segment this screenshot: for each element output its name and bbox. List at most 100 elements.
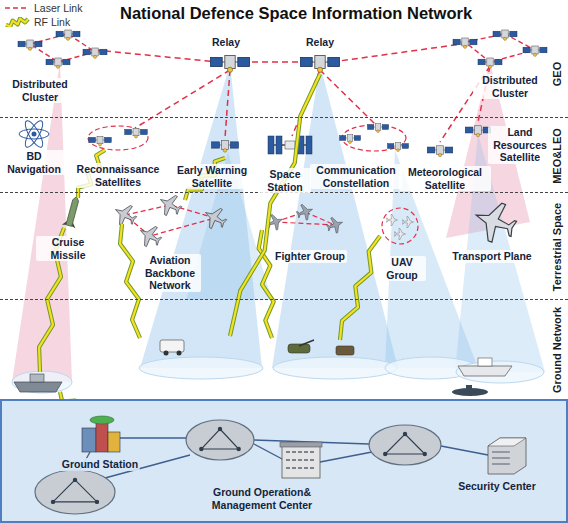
jeep-icon (336, 346, 354, 355)
satellite-body (55, 58, 61, 66)
satellite-icon (18, 40, 42, 50)
rf-link (120, 224, 140, 338)
vehicle-wheel (177, 351, 182, 356)
ship-bridge (30, 374, 44, 382)
solar-panel (388, 144, 394, 149)
solar-panel (276, 136, 282, 154)
satellite-dish (397, 149, 400, 152)
van-icon (160, 340, 184, 352)
cluster-laser-ring (342, 125, 406, 151)
solar-panel (301, 57, 313, 66)
server-slot (492, 463, 510, 464)
satellite-body (221, 141, 228, 150)
solar-panel (268, 136, 274, 154)
server-box (488, 438, 526, 474)
component-label: BD Navigation (0, 150, 68, 175)
aircraft-body (325, 215, 346, 236)
tank-barrel (299, 340, 314, 346)
signal-beam (272, 64, 398, 368)
satellite-dish (135, 135, 138, 138)
component-label: Fighter Group (273, 250, 347, 263)
aircraft-icon (395, 229, 406, 240)
space-station-icon (268, 136, 312, 154)
building-windows (286, 451, 316, 453)
ground-panel (1, 400, 567, 522)
satellite-icon (340, 135, 361, 144)
satellite-body (437, 146, 444, 155)
ground-network-line (254, 444, 284, 460)
satellite-icon (89, 136, 112, 146)
component-label: Aviation Backbone Network (139, 254, 201, 292)
building (82, 428, 96, 452)
satellite-dish (377, 130, 380, 133)
satellite-body (65, 30, 71, 38)
submarine-tower (466, 385, 472, 390)
component-label: Cruise Missile (36, 236, 100, 261)
aircraft-icon (155, 190, 185, 220)
legend-swatch (4, 17, 30, 27)
solar-panel (523, 47, 530, 53)
satellite-dish (28, 47, 31, 50)
satellite-body (375, 124, 381, 131)
aircraft-body (469, 196, 520, 247)
subnet-node (383, 452, 387, 456)
solar-panel (100, 49, 107, 55)
aircraft-body (135, 221, 165, 251)
component-label: Ground Operation& Management Center (195, 486, 329, 511)
cluster-laser-ring (88, 126, 148, 150)
component-label: Relay (304, 36, 336, 49)
rf-link-outline (230, 74, 320, 336)
solar-panel (73, 31, 80, 37)
solar-panel (211, 57, 223, 66)
satellite-dish (56, 65, 59, 68)
aircraft-icon (325, 215, 346, 236)
solar-panel (46, 59, 53, 65)
laser-link (320, 70, 375, 124)
satellite-dish (66, 37, 69, 40)
solar-panel (89, 137, 96, 142)
navigation-orbit (22, 119, 46, 150)
server-slot (492, 457, 510, 458)
satellite-dish (99, 143, 102, 146)
component-label: UAV Group (378, 256, 426, 281)
beam-footprint (12, 371, 72, 393)
rf-link (230, 74, 320, 336)
solar-panel (56, 31, 63, 37)
building-windows (286, 467, 316, 469)
satellite-dish (476, 133, 479, 136)
satellite-dish (463, 45, 466, 48)
satellite-dish (533, 53, 536, 56)
station-module (285, 141, 295, 149)
subnet-node (218, 427, 222, 431)
solar-panel (495, 59, 502, 65)
subnet-node (423, 452, 427, 456)
solar-panel (83, 49, 90, 55)
subnet-node (51, 500, 55, 504)
solar-panel (510, 31, 517, 37)
ship-icon (14, 382, 62, 392)
solar-panel (465, 127, 473, 133)
subnet-triangle (201, 429, 238, 449)
satellite-body (347, 135, 353, 142)
component-label: Distributed Cluster (473, 74, 547, 99)
satellite-icon (368, 124, 389, 133)
laser-link (95, 50, 218, 62)
satellite-body (502, 30, 508, 38)
component-label: Reconnaissance Satellites (68, 163, 168, 188)
navigation-constellation-icon (19, 119, 49, 150)
component-label: Communication Constellation (310, 164, 402, 189)
component-label: Meteorological Satellite (399, 166, 491, 191)
solar-panel (306, 136, 312, 154)
solar-panel (35, 41, 42, 47)
cruise-missile-icon (62, 195, 84, 229)
laser-link (332, 44, 462, 62)
component-label: Security Center (456, 480, 538, 493)
aircraft-body (155, 190, 185, 220)
cluster-laser-ring (382, 208, 418, 244)
satellite-icon (523, 46, 547, 56)
cluster-laser-ring (125, 205, 215, 236)
solar-panel (427, 147, 435, 153)
ground-network-line (320, 452, 372, 462)
component-label: Transport Plane (450, 250, 533, 263)
solar-panel (470, 39, 477, 45)
